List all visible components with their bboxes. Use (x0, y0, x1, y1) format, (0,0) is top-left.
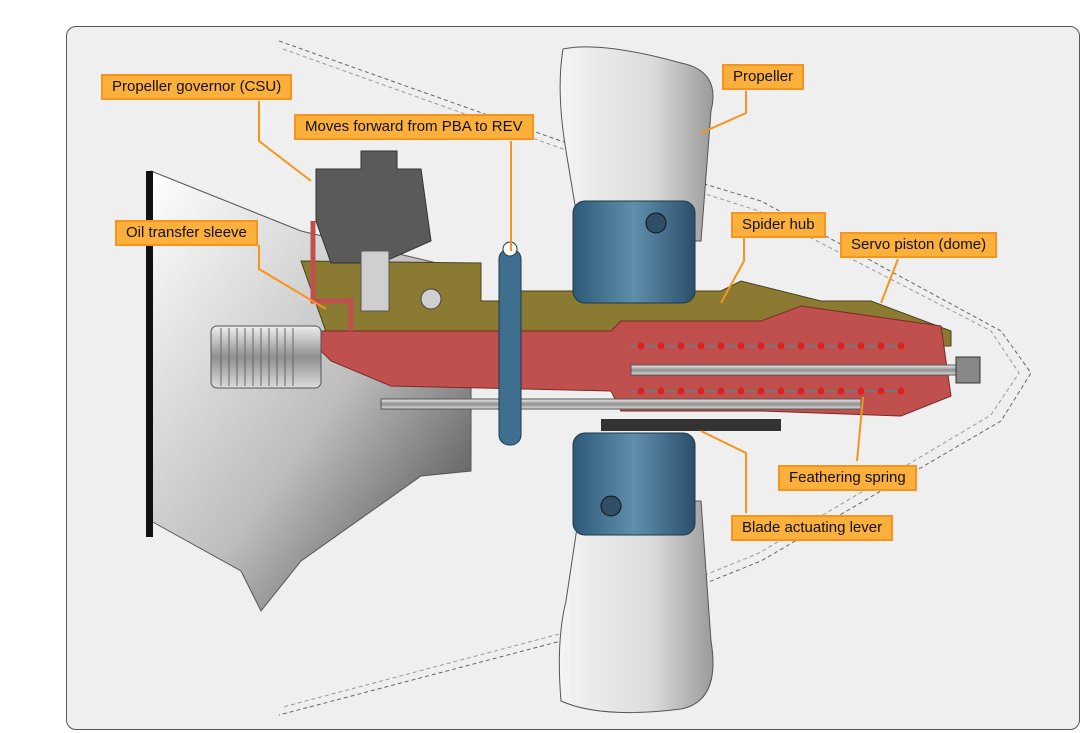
spider-hub-upper (572, 200, 696, 304)
callout-propeller-governor: Propeller governor (CSU) (101, 74, 293, 100)
callout-propeller: Propeller (722, 64, 805, 90)
governor-valve (360, 250, 390, 312)
mounting-flange (146, 171, 153, 537)
piston-nut (955, 356, 981, 384)
governor-body (315, 150, 432, 264)
callout-oil-transfer-sleeve: Oil transfer sleeve (115, 220, 258, 246)
callout-blade-actuating-lever: Blade actuating lever (731, 515, 894, 541)
propeller-diagram (146, 40, 1032, 716)
blade-actuating-lever (601, 419, 781, 431)
beta-rod (380, 398, 862, 410)
callout-feathering-spring: Feathering spring (778, 465, 917, 491)
pba-rev-lever (498, 248, 522, 446)
diagram-frame (66, 26, 1080, 730)
spring-coils (637, 342, 905, 395)
piston-rod (630, 364, 962, 376)
leader-lines (258, 91, 899, 513)
propeller-blade-upper (559, 46, 714, 242)
oil-passage (310, 221, 354, 331)
callout-servo-piston: Servo piston (dome) (840, 232, 998, 258)
splined-shaft (210, 325, 322, 389)
callout-moves-forward: Moves forward from PBA to REV (294, 114, 534, 140)
spline-teeth (220, 328, 294, 386)
propeller-blade-lower (558, 500, 714, 714)
spider-hub-lower (572, 432, 696, 536)
governor-flyweight (420, 288, 442, 310)
feathering-spring (631, 345, 901, 392)
callout-spider-hub: Spider hub (731, 212, 826, 238)
oil-transfer-body (299, 305, 952, 417)
